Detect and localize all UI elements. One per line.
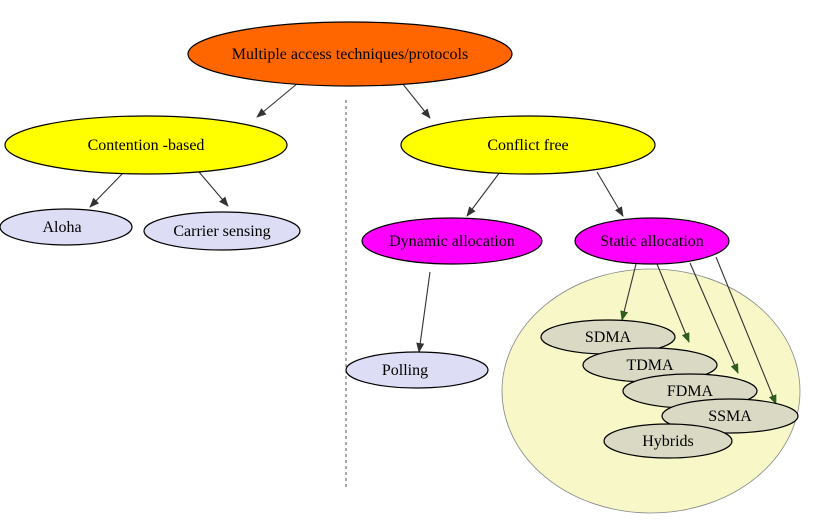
dynamic-allocation-label: Dynamic allocation — [389, 233, 515, 250]
ssma-label: SSMA — [708, 408, 752, 425]
carrier-sensing-label: Carrier sensing — [173, 223, 270, 240]
aloha-node — [0, 208, 133, 246]
conflict-free-label: Conflict free — [487, 137, 568, 154]
tdma-label: TDMA — [626, 357, 674, 374]
dynamic-allocation-node — [361, 217, 543, 265]
arrow-conflict-to-static — [596, 171, 624, 217]
arrow-static-to-ssma — [715, 256, 777, 405]
hybrids-node — [603, 423, 733, 459]
polling-node — [345, 351, 489, 389]
arrow-static-to-tdma — [656, 263, 690, 343]
fdma-label: FDMA — [667, 383, 714, 400]
contention-label: Contention -based — [88, 137, 205, 154]
arrow-contention-to-aloha — [89, 171, 125, 208]
arrow-dynamic-to-polling — [416, 271, 431, 353]
sdma-label: SDMA — [585, 329, 632, 346]
arrow-contention-to-carrier — [198, 171, 229, 207]
arrow-root-to-conflict-free — [401, 82, 431, 119]
arrow-conflict-to-dynamic — [466, 171, 501, 217]
conflict-free-node — [400, 115, 656, 175]
carrier-sensing-node — [143, 211, 301, 251]
static-allocation-node — [574, 217, 730, 265]
aloha-label: Aloha — [42, 219, 81, 236]
arrow-static-to-sdma — [620, 263, 637, 321]
hybrids-label: Hybrids — [642, 433, 694, 450]
ssma-node — [661, 398, 799, 434]
arrow-root-to-contention — [256, 82, 299, 118]
contention-node — [4, 115, 288, 175]
root-label: Multiple access techniques/protocols — [232, 46, 468, 63]
root-node — [187, 21, 513, 87]
polling-label: Polling — [382, 362, 428, 379]
static-allocation-label: Static allocation — [600, 233, 704, 250]
arrow-static-to-fdma — [689, 262, 739, 374]
